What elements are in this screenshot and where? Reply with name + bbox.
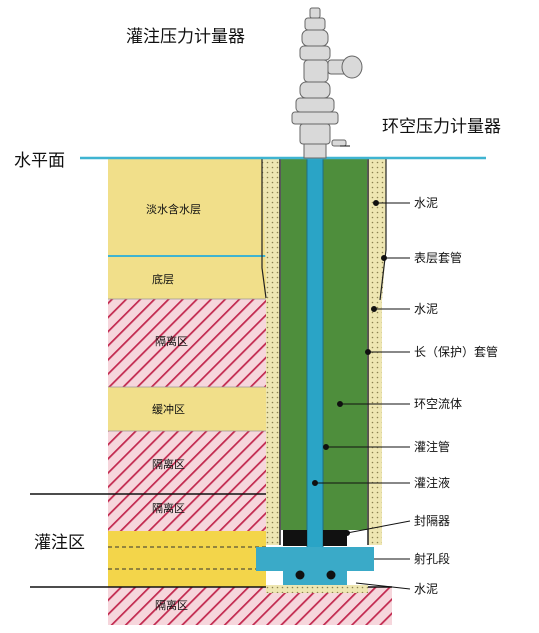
bottom-cement bbox=[266, 585, 368, 593]
annulus-gauge-label: 环空压力计量器 bbox=[382, 117, 501, 137]
packer-left bbox=[283, 530, 307, 546]
stratum-iso2 bbox=[108, 431, 266, 494]
injection-zone-band bbox=[108, 531, 266, 587]
perforation-hole bbox=[326, 570, 336, 580]
packer-right bbox=[323, 530, 347, 546]
stratum-buffer bbox=[108, 387, 266, 431]
stratum-label-buffer: 缓冲区 bbox=[152, 402, 185, 416]
perforation-core bbox=[283, 547, 347, 585]
top-gauge-label: 灌注压力计量器 bbox=[126, 27, 245, 47]
surface-casing-cement bbox=[262, 158, 280, 300]
callout-pointers bbox=[312, 145, 411, 590]
callout-cement-bottom: 水泥 bbox=[414, 582, 438, 596]
stratum-label-freshwater: 淡水含水层 bbox=[146, 202, 201, 216]
injection-pipe bbox=[307, 158, 323, 548]
injection-zone-label: 灌注区 bbox=[34, 533, 85, 553]
stratum-freshwater bbox=[108, 158, 266, 256]
surface-casing-wall bbox=[379, 158, 387, 301]
callout-long-casing: 长（保护）套管 bbox=[414, 344, 498, 359]
perforation-hole bbox=[295, 570, 305, 580]
stratum-label-iso3: 隔离区 bbox=[152, 501, 185, 515]
long-casing-cement bbox=[266, 300, 280, 545]
callout-packer: 封隔器 bbox=[414, 514, 450, 528]
callout-injection-pipe: 灌注管 bbox=[414, 439, 450, 454]
stratum-label-iso1: 隔离区 bbox=[155, 334, 188, 348]
long-casing-cement bbox=[368, 300, 382, 545]
callout-cement-mid: 水泥 bbox=[414, 302, 438, 316]
stratum-base bbox=[108, 256, 266, 299]
water-level-label: 水平面 bbox=[14, 151, 65, 171]
callout-annulus-fluid: 环空流体 bbox=[414, 397, 462, 411]
callout-surface-casing: 表层套管 bbox=[414, 250, 462, 265]
stratum-label-iso-bottom: 隔离区 bbox=[155, 598, 188, 612]
callout-perforation: 射孔段 bbox=[414, 551, 450, 566]
stratum-label-iso2: 隔离区 bbox=[152, 457, 185, 471]
wellhead-assembly bbox=[291, 7, 363, 159]
stratum-iso-bottom bbox=[108, 587, 392, 625]
callout-cement-top: 水泥 bbox=[414, 196, 438, 210]
stratum-iso3 bbox=[108, 494, 266, 531]
surface-casing-wall bbox=[261, 158, 267, 299]
surface-casing-cement bbox=[368, 158, 386, 300]
stratum-iso1 bbox=[108, 299, 266, 387]
callout-injection-fluid: 灌注液 bbox=[414, 475, 450, 490]
annulus-fluid bbox=[281, 158, 367, 530]
stratum-label-base: 底层 bbox=[152, 272, 174, 286]
